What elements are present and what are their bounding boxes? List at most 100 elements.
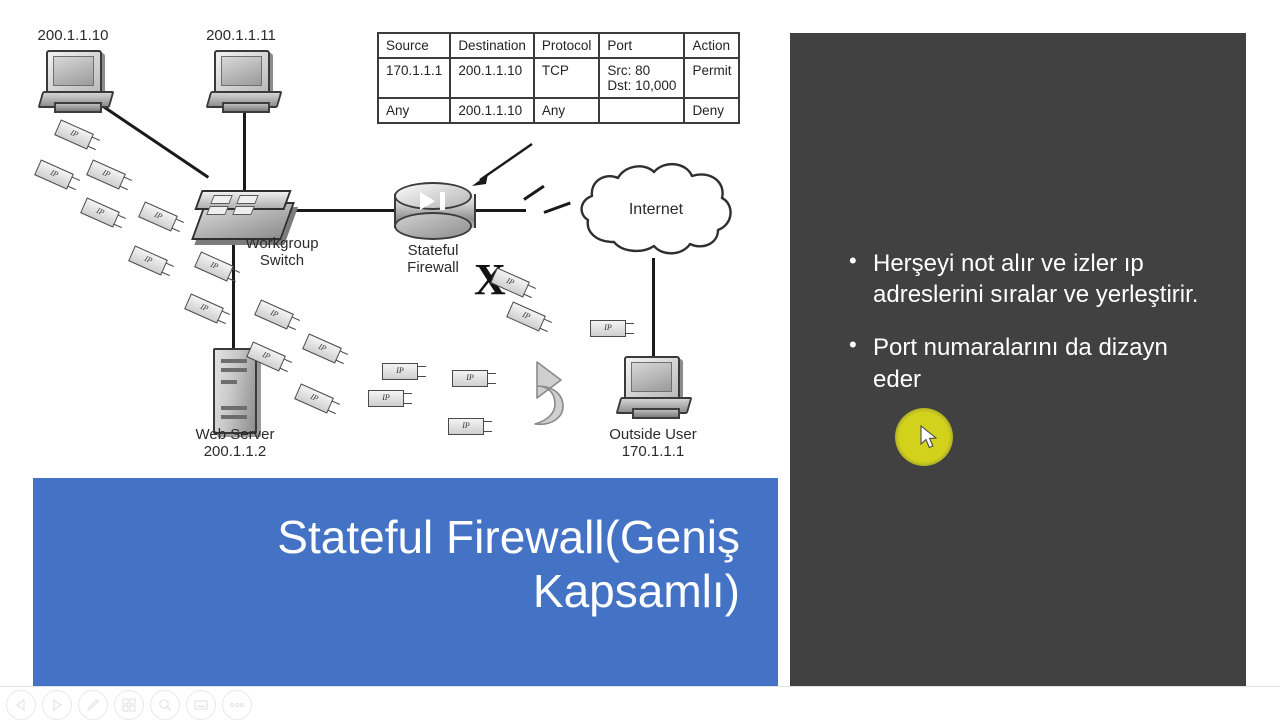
return-arrow-icon <box>515 360 585 435</box>
ip-packet: IP <box>34 159 74 190</box>
ip-packet: IP <box>86 159 126 190</box>
server-slot <box>221 368 247 372</box>
workgroup-switch-label: Workgroup Switch <box>245 235 319 269</box>
line-switch-webserver <box>232 228 235 350</box>
next-slide-button[interactable] <box>42 690 72 720</box>
ip-packet: IP <box>506 301 546 332</box>
monitor-screen <box>46 50 102 94</box>
pen-tool-button[interactable] <box>78 690 108 720</box>
triangle-right-icon <box>50 698 64 712</box>
firewall-bar-glyph <box>440 192 445 210</box>
grid-icon <box>121 697 137 713</box>
ip-packet: IP <box>302 333 342 364</box>
table-header-cell: Action <box>683 32 741 59</box>
table-cell: 200.1.1.10 <box>449 57 535 99</box>
page-title: Stateful Firewall(Geniş Kapsamlı) <box>180 510 740 619</box>
page-title-line1: Stateful Firewall(Geniş <box>277 511 740 563</box>
magnifier-icon <box>157 697 173 713</box>
table-pointer-arrow <box>466 140 536 197</box>
ip-packet: IP <box>54 119 94 150</box>
mouse-cursor-icon <box>920 424 940 456</box>
page-title-line2: Kapsamlı) <box>532 565 740 618</box>
ip-packet: IP <box>294 383 334 414</box>
server-slot <box>221 406 247 410</box>
outside-user-label: Outside User 170.1.1.1 <box>609 426 697 460</box>
ip-packet: IP <box>80 197 120 228</box>
ip-packet: IP <box>382 363 426 380</box>
all-slides-button[interactable] <box>114 690 144 720</box>
switch-port <box>206 206 229 215</box>
table-row: Any 200.1.1.10 Any Deny <box>376 97 741 124</box>
server-slot <box>221 415 247 419</box>
monitor-screen <box>214 50 270 94</box>
ip-packet: IP <box>254 299 294 330</box>
ellipsis-icon <box>228 701 246 709</box>
ip-packet: IP <box>194 251 234 282</box>
pc-left-label: 200.1.1.10 <box>37 27 109 44</box>
web-server-icon <box>213 348 257 434</box>
table-row: 170.1.1.1 200.1.1.10 TCP Src: 80 Dst: 10… <box>376 57 741 99</box>
network-diagram: 200.1.1.10 200.1.1.11 Workgro <box>0 0 790 478</box>
line-zig-cloud <box>543 201 571 214</box>
monitor-foot <box>632 408 680 419</box>
ip-packet: IP <box>368 390 412 407</box>
captions-button[interactable] <box>186 690 216 720</box>
slide-content-area: 200.1.1.10 200.1.1.11 Workgro <box>0 0 790 686</box>
previous-slide-button[interactable] <box>6 690 36 720</box>
stateful-firewall-icon <box>394 182 476 240</box>
notes-panel: Herşeyi not alır ve izler ıp adreslerini… <box>790 33 1246 686</box>
outside-user-icon <box>615 356 693 419</box>
table-header-cell: Protocol <box>532 32 601 59</box>
ip-packet: IP <box>138 201 178 232</box>
zoom-tool-button[interactable] <box>150 690 180 720</box>
table-cell: Any <box>376 97 452 124</box>
ip-packet: IP <box>184 293 224 324</box>
table-cell: Permit <box>683 57 741 99</box>
more-options-button[interactable] <box>222 690 252 720</box>
line-pc2-switch <box>243 92 246 194</box>
line-firewall-internet <box>466 209 526 212</box>
table-header-cell: Port <box>598 32 686 59</box>
internet-cloud-label: Internet <box>628 201 684 218</box>
pc-right <box>205 50 283 113</box>
firewall-cylinder-top <box>394 182 472 210</box>
triangle-left-icon <box>14 698 28 712</box>
table-header-cell: Source <box>376 32 452 59</box>
table-cell: Src: 80 Dst: 10,000 <box>598 57 686 99</box>
pc-right-label: 200.1.1.11 <box>206 27 276 44</box>
title-banner: Stateful Firewall(Geniş Kapsamlı) <box>33 478 778 686</box>
server-slot <box>221 380 237 384</box>
playback-toolbar <box>0 686 1280 721</box>
web-server-label: Web Server 200.1.1.2 <box>195 426 275 460</box>
ip-packet: IP <box>448 418 492 435</box>
line-switch-firewall <box>276 209 396 212</box>
ip-packet: IP <box>590 320 634 337</box>
switch-port <box>210 195 233 204</box>
ip-packet: IP <box>452 370 496 387</box>
table-cell: 170.1.1.1 <box>376 57 452 99</box>
server-slot <box>221 359 247 363</box>
list-item: Port numaralarını da dizayn eder <box>845 331 1215 394</box>
switch-port <box>232 206 255 215</box>
line-cloud-outsideuser <box>652 258 655 356</box>
stateful-firewall-label: Stateful Firewall <box>407 242 459 276</box>
switch-port <box>236 195 259 204</box>
pc-left <box>37 50 115 113</box>
monitor-screen <box>624 356 680 400</box>
monitor-foot <box>222 102 270 113</box>
workgroup-switch-icon <box>191 188 295 240</box>
list-item: Herşeyi not alır ve izler ıp adreslerini… <box>845 247 1215 310</box>
firewall-triangle-glyph <box>420 192 435 210</box>
table-cell: TCP <box>532 57 601 99</box>
table-header-row: Source Destination Protocol Port Action <box>376 32 741 59</box>
toolbar-icon-group <box>6 690 252 720</box>
caption-icon <box>193 697 209 713</box>
bullet-list: Herşeyi not alır ve izler ıp adreslerini… <box>845 247 1215 417</box>
table-header-cell: Destination <box>449 32 535 59</box>
table-cell: Deny <box>683 97 741 124</box>
table-cell: 200.1.1.10 <box>449 97 535 124</box>
pen-icon <box>85 697 101 713</box>
monitor-foot <box>54 102 102 113</box>
firewall-cylinder-bottom <box>394 212 472 240</box>
table-cell <box>598 97 686 124</box>
